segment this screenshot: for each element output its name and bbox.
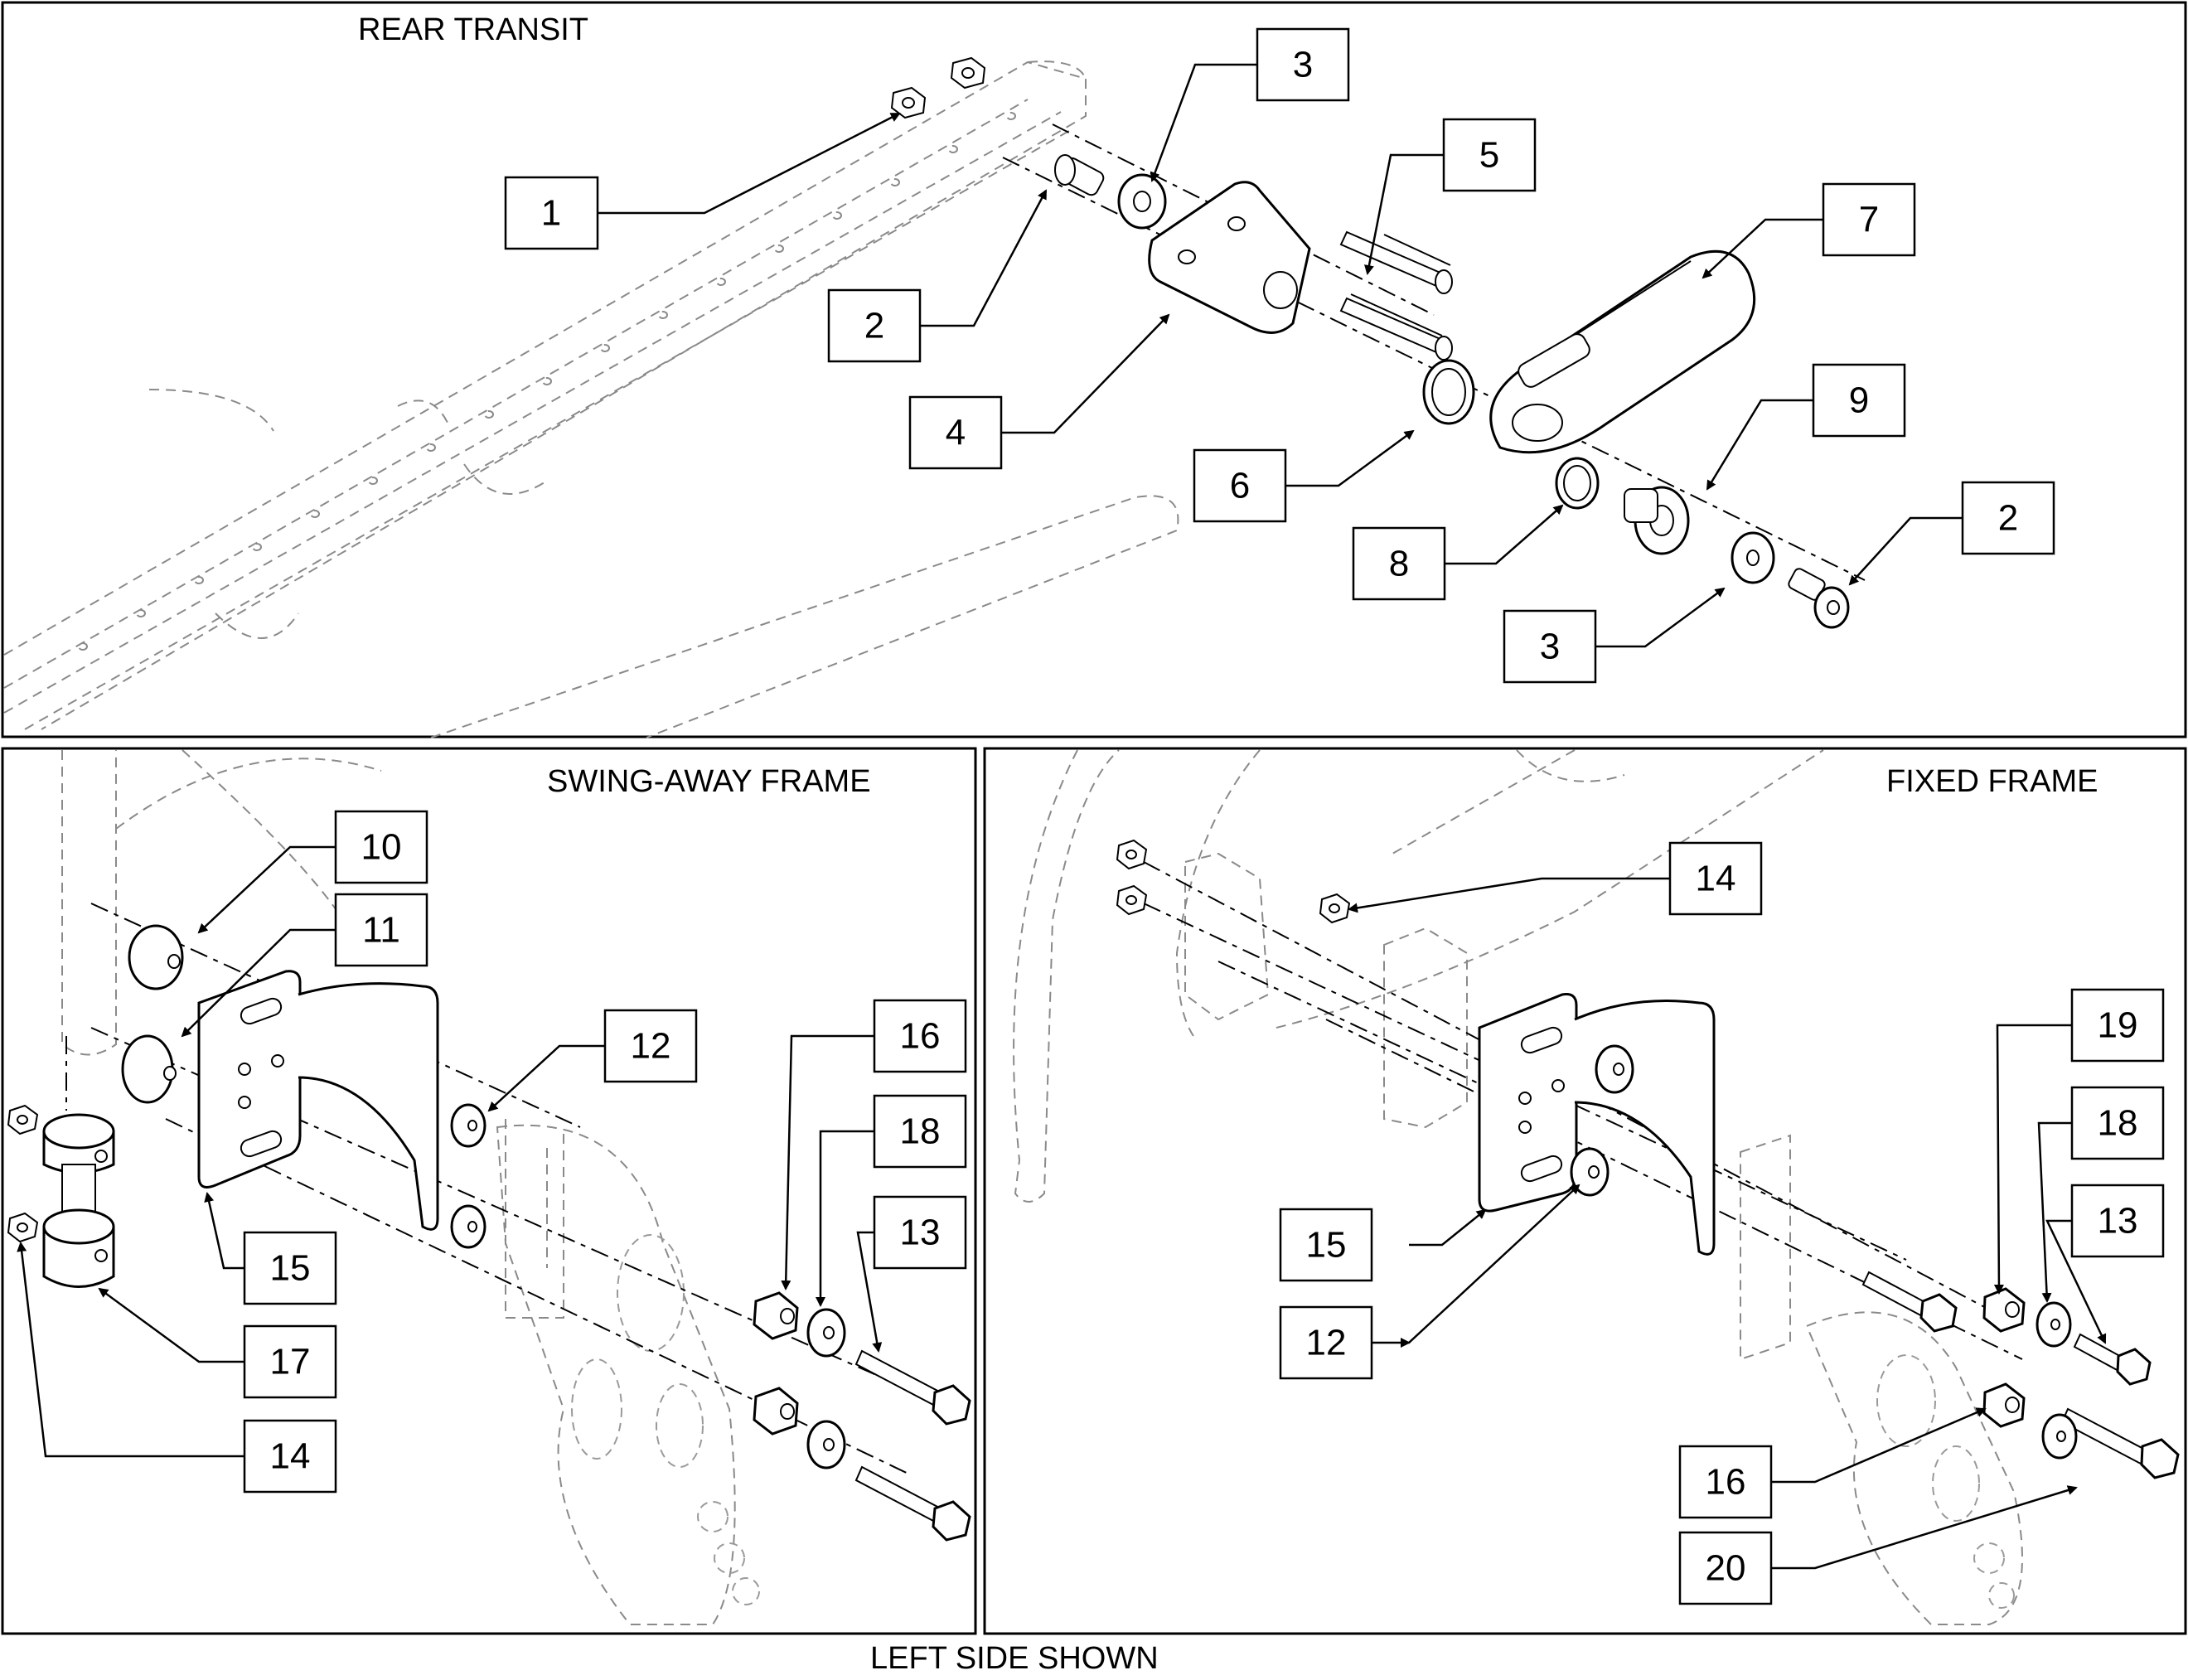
bracket-15-fixed [1478,993,1716,1256]
svg-text:10: 10 [361,827,402,868]
svg-text:11: 11 [362,910,400,951]
hex-bolt-13-fixed [2073,1333,2152,1386]
nut-14 [7,1104,39,1243]
rear-transit-panel [1,1,2187,738]
callout-15: 15 [243,1231,337,1305]
spacer-10 [128,924,184,990]
callout-9: 9 [1812,363,1906,438]
barrel-17 [42,1113,115,1288]
nut-1 [890,56,986,119]
callout-17: 17 [243,1324,337,1399]
bracket-15 [197,970,439,1231]
nut-16 [753,1291,799,1436]
svg-text:13: 13 [900,1213,941,1253]
button-head-bolt-2 [1054,154,1105,196]
hex-bolt-13 [854,1349,971,1542]
svg-text:14: 14 [1696,859,1736,899]
callout-13: 13 [873,1195,967,1270]
spacer-11 [121,1034,177,1104]
svg-text:18: 18 [900,1111,941,1152]
fixed-frame-panel [983,747,2187,1635]
svg-text:8: 8 [1389,544,1409,584]
callout-18: 18 [873,1094,967,1169]
svg-text:17: 17 [270,1342,311,1382]
callout-16-fixed: 16 [1678,1445,1773,1519]
retaining-ring-8 [1555,457,1600,510]
screw-5b [1339,230,1453,294]
spacer-washer-3 [1117,173,1167,230]
footer-note: LEFT SIDE SHOWN [870,1641,1159,1676]
svg-text:5: 5 [1479,135,1499,176]
callout-3b: 3 [1503,609,1597,684]
nut-14-fixed [1116,839,1351,924]
svg-text:3: 3 [1293,45,1313,85]
callout-15-fixed: 15 [1279,1208,1373,1282]
svg-text:19: 19 [2098,1005,2138,1046]
leader-lines [17,63,2107,1570]
svg-text:18: 18 [2098,1103,2138,1144]
callout-11: 11 [334,893,428,967]
svg-text:2: 2 [1998,498,2018,539]
fixed-frame-ghost [1013,749,2023,1625]
svg-text:20: 20 [1706,1548,1746,1589]
svg-text:14: 14 [270,1436,311,1477]
callout-13-fixed: 13 [2070,1184,2165,1258]
screw-5 [1339,234,1453,361]
callout-7: 7 [1822,182,1916,257]
callout-20-fixed: 20 [1678,1531,1773,1605]
svg-text:16: 16 [900,1016,941,1057]
svg-text:4: 4 [946,413,966,453]
callout-2b: 2 [1961,481,2055,555]
washer-12-fixed [1570,1044,1634,1197]
swing-away-panel [1,747,977,1635]
callout-14: 14 [243,1419,337,1494]
svg-text:13: 13 [2098,1201,2138,1242]
transit-loop-7 [1489,249,1756,454]
callout-8: 8 [1352,526,1446,601]
callout-2: 2 [827,288,922,363]
retaining-ring-6 [1422,359,1475,425]
callout-19-fixed: 19 [2070,988,2165,1063]
svg-text:6: 6 [1230,466,1250,506]
callout-12-fixed: 12 [1279,1305,1373,1380]
callout-3: 3 [1256,27,1350,102]
hex-bolt-20 [1861,1271,2180,1479]
callout-5: 5 [1442,118,1537,192]
pivot-cap-9 [1624,486,1690,555]
svg-text:15: 15 [270,1248,311,1289]
callout-6: 6 [1193,448,1287,523]
rear-transit-title: REAR TRANSIT [358,12,588,47]
callout-18-fixed: 18 [2070,1086,2165,1160]
button-head-bolt-2b [1788,568,1850,629]
callout-14-fixed: 14 [1668,841,1763,916]
svg-text:12: 12 [1306,1323,1347,1363]
callout-1: 1 [504,176,599,250]
mounting-plate-4 [1148,181,1311,334]
fixed-frame-title: FIXED FRAME [1886,764,2098,799]
rear-frame-rail-ghost [3,61,1179,738]
svg-text:3: 3 [1540,627,1560,667]
callout-12: 12 [603,1009,698,1083]
svg-text:12: 12 [631,1026,671,1067]
washer-18-fixed [2036,1301,2078,1460]
spacer-washer-3b [1731,531,1775,584]
washer-18 [806,1308,846,1469]
callout-10: 10 [334,810,428,884]
svg-text:7: 7 [1859,200,1879,240]
washer-12 [450,1103,486,1249]
swing-away-title: SWING-AWAY FRAME [547,764,871,799]
nut-19-fixed [1982,1287,2026,1333]
callout-4: 4 [908,395,1003,470]
svg-text:16: 16 [1706,1462,1746,1503]
svg-text:9: 9 [1849,380,1869,421]
nut-16-fixed [1982,1382,2026,1428]
svg-text:1: 1 [541,193,561,234]
svg-text:2: 2 [864,306,884,346]
callout-16: 16 [873,999,967,1073]
svg-text:15: 15 [1306,1225,1347,1266]
